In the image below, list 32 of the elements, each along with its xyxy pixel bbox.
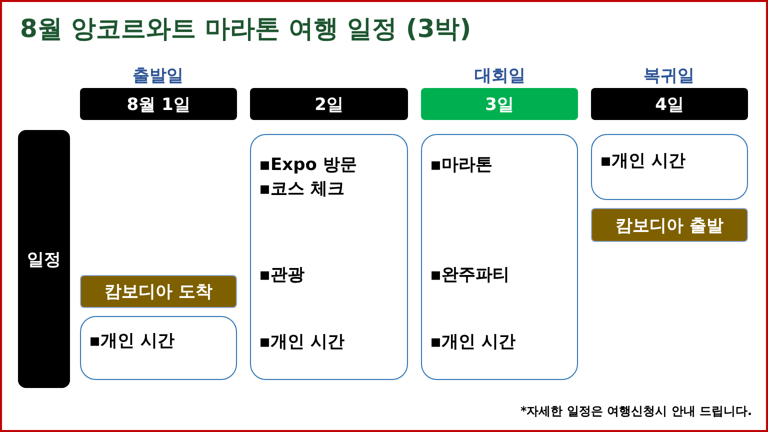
schedule-item: ▪개인 시간 xyxy=(430,331,516,353)
schedule-box xyxy=(421,134,578,380)
column-label: 출발일 xyxy=(132,65,184,87)
schedule-box xyxy=(591,134,748,200)
schedule-item: ▪마라톤 xyxy=(430,154,493,176)
date-label: 4일 xyxy=(655,94,684,116)
row-header-box xyxy=(18,130,70,388)
schedule-item: ▪개인 시간 xyxy=(259,331,344,353)
date-label: 3일 xyxy=(485,94,514,116)
schedule-box xyxy=(250,134,408,380)
event-box xyxy=(591,208,748,242)
schedule-item: ▪개인 시간 xyxy=(600,150,686,172)
schedule-item: ▪코스 체크 xyxy=(259,178,344,200)
column-label: 대회일 xyxy=(474,65,526,87)
schedule-item: ▪Expo 방문 xyxy=(259,154,357,176)
date-header-bar xyxy=(421,88,578,120)
event-box xyxy=(80,275,237,308)
schedule-box xyxy=(80,316,237,380)
date-header-bar xyxy=(250,88,408,120)
title: 8월 앙코르와트 마라톤 여행 일정 (3박) xyxy=(20,13,472,45)
column-label: 복귀일 xyxy=(644,65,694,87)
date-header-bar xyxy=(591,88,748,120)
row-label: 일정 xyxy=(27,248,61,270)
schedule-item: ▪관광 xyxy=(259,264,305,286)
date-label: 2일 xyxy=(314,94,344,116)
schedule-item: ▪개인 시간 xyxy=(89,330,174,352)
event-label: 캄보디아 출발 xyxy=(616,214,724,236)
schedule-item: ▪완주파티 xyxy=(430,264,510,286)
event-label: 캄보디아 도착 xyxy=(104,281,212,303)
date-label: 8월 1일 xyxy=(126,94,190,116)
footnote: *자세한 일정은 여행신청시 안내 드립니다. xyxy=(520,403,752,420)
date-header-bar xyxy=(80,88,237,120)
